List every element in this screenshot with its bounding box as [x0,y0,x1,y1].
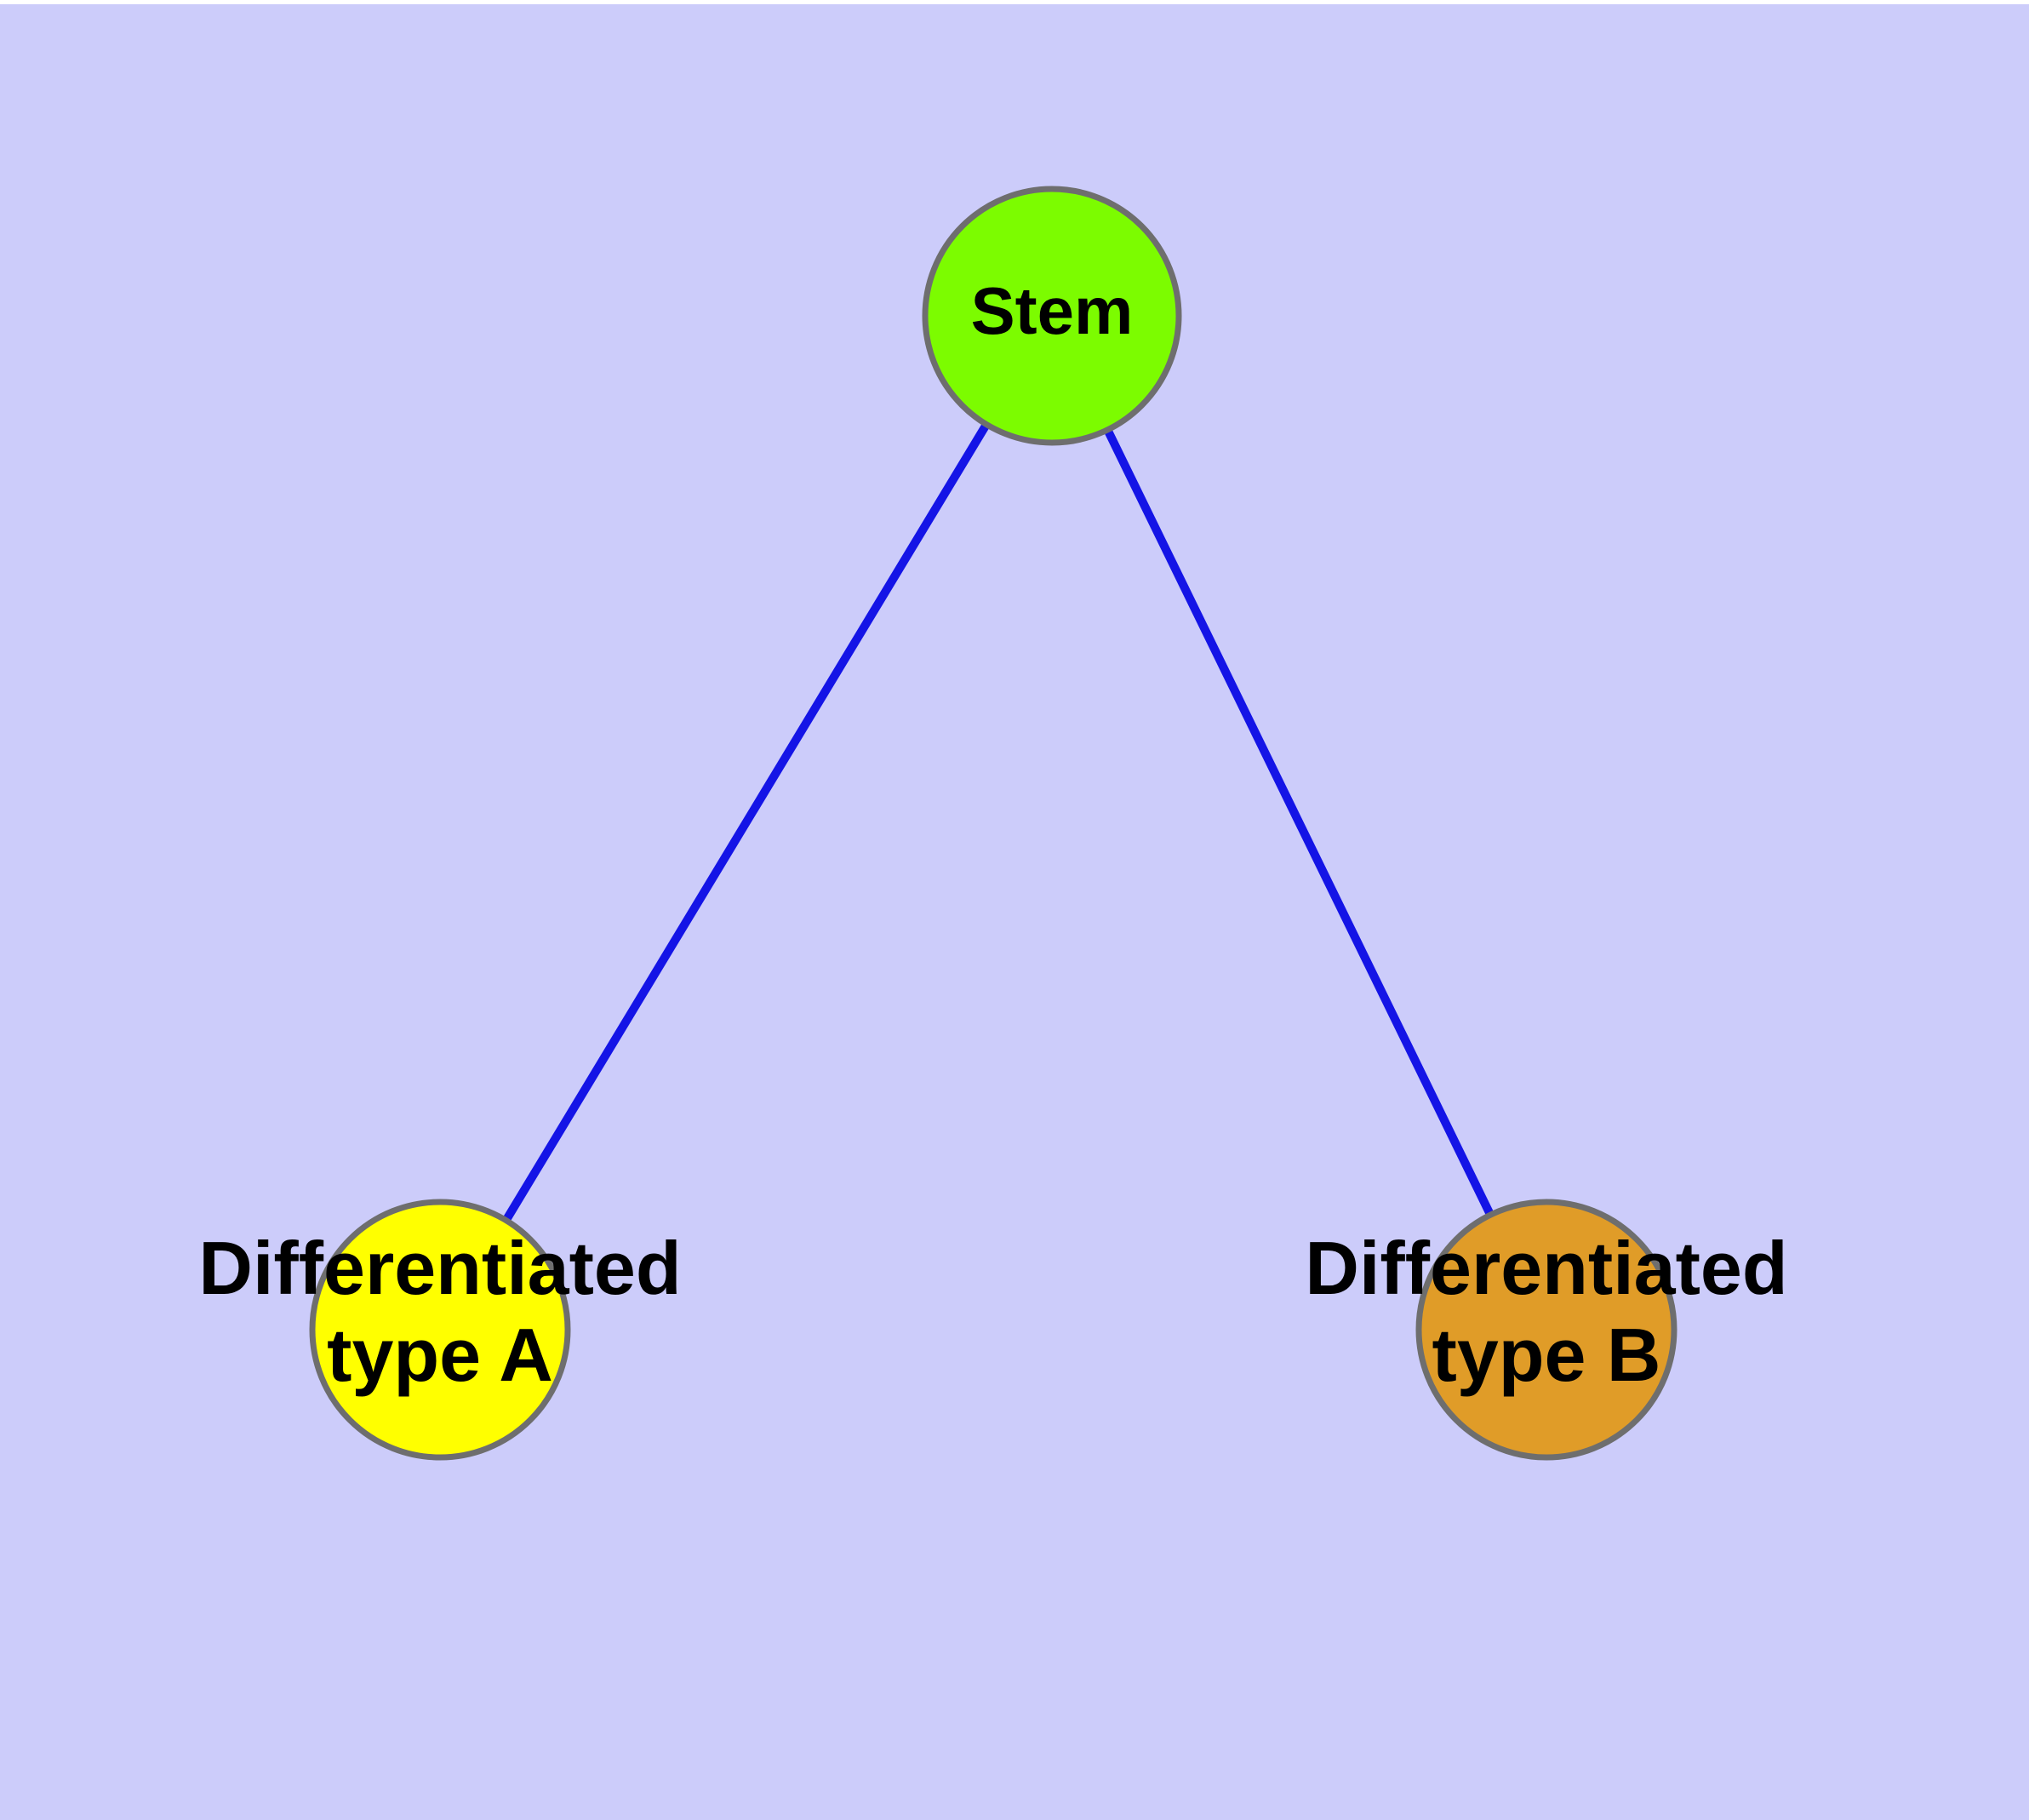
node-diff_b[interactable] [1415,1199,1677,1461]
edge-stem-to-diff_b [1104,428,1495,1216]
node-stem[interactable] [922,186,1182,446]
node-label-line: Differentiated [1305,1226,1787,1310]
node-label-stem: Stem [971,273,1134,348]
edge-stem-to-diff_a [502,422,990,1222]
node-label-line: Stem [971,273,1134,348]
edges-group [502,422,1495,1222]
node-label-line: Differentiated [198,1226,681,1310]
nodes-group [309,186,1677,1461]
node-diff_a[interactable] [309,1199,571,1461]
node-label-line: type B [1432,1313,1661,1397]
node-label-line: type A [327,1313,553,1397]
